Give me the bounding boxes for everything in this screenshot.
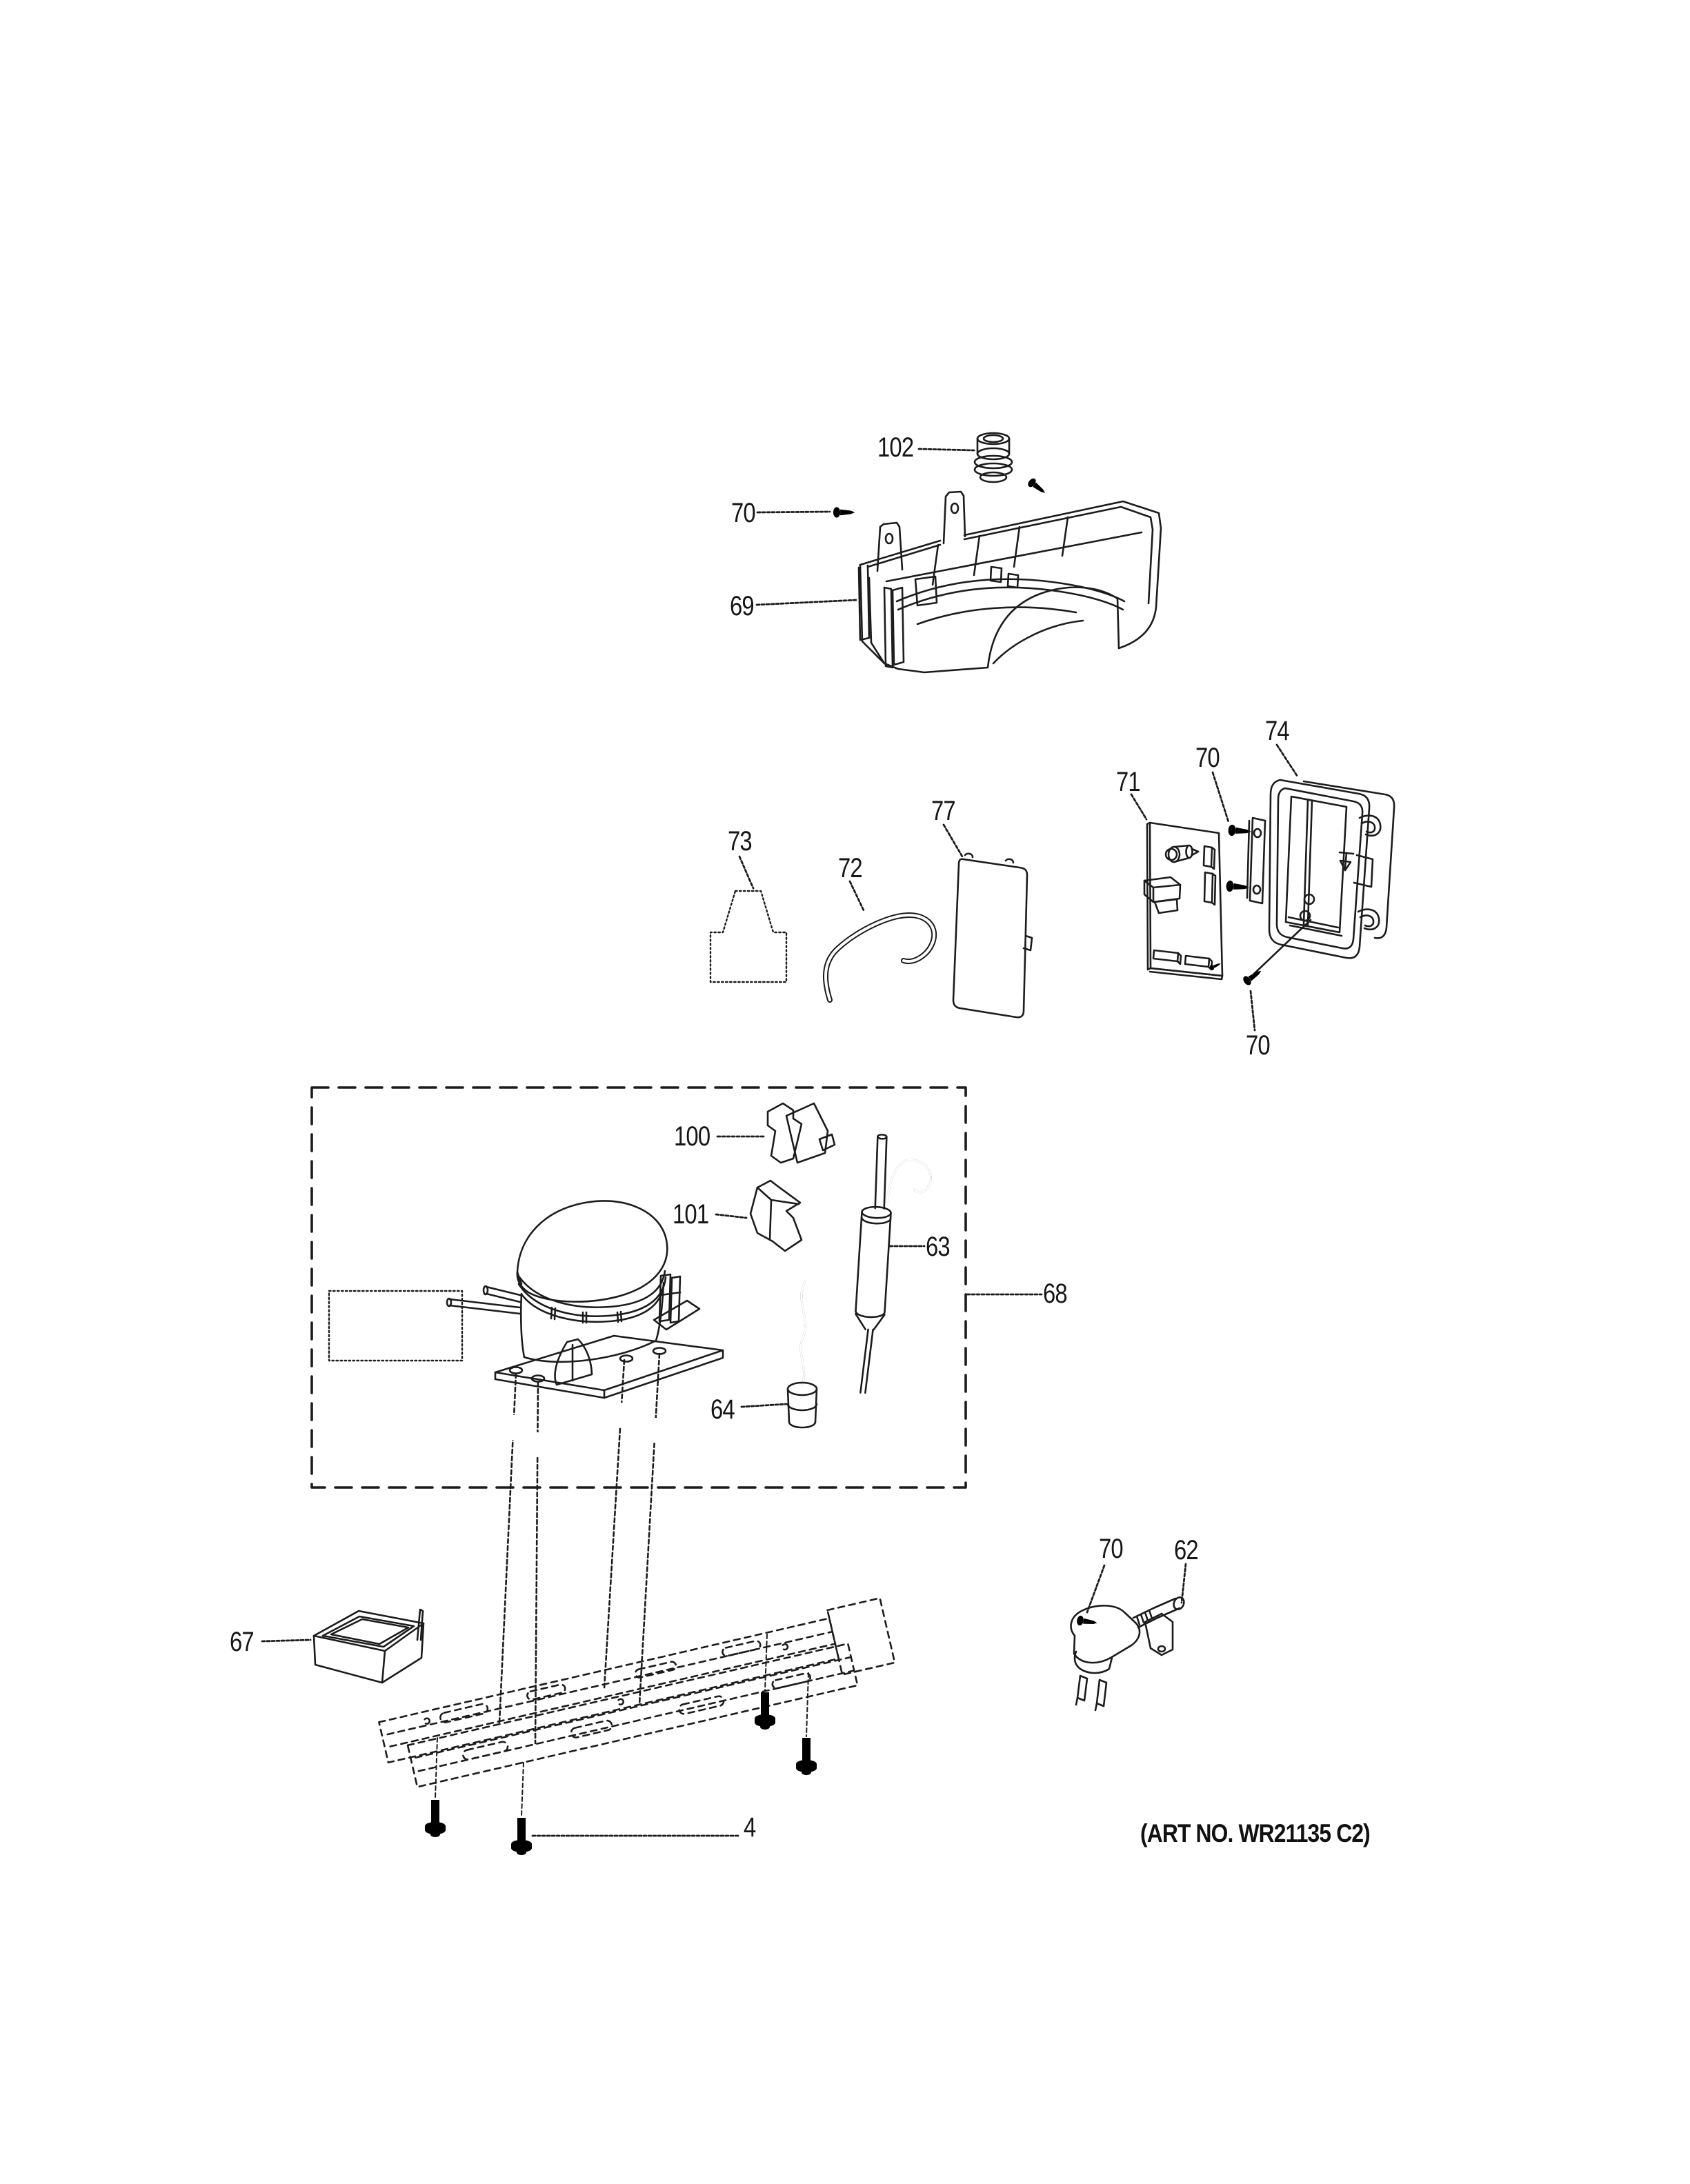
assembly-68-boundary xyxy=(310,1086,967,1489)
callout-4[interactable]: 4 xyxy=(744,1812,756,1843)
compressor-drawing xyxy=(446,1200,724,1399)
screw-icon xyxy=(1076,1615,1098,1628)
callout-100[interactable]: 100 xyxy=(674,1121,710,1152)
wire-clip-drawing xyxy=(823,912,937,1003)
callout-73[interactable]: 73 xyxy=(728,826,753,856)
mount-alignment-lines xyxy=(498,1352,661,1745)
blank-spec-label xyxy=(328,1290,464,1362)
drain-pan-drawing xyxy=(312,1608,425,1684)
compressor-grommet-icon xyxy=(608,1403,633,1427)
callout-72[interactable]: 72 xyxy=(838,853,863,883)
callout-62[interactable]: 62 xyxy=(1174,1535,1199,1565)
relay-cover-drawing xyxy=(749,1179,803,1252)
callout-71[interactable]: 71 xyxy=(1116,767,1141,797)
callout-70-board[interactable]: 70 xyxy=(1195,743,1220,773)
callout-64[interactable]: 64 xyxy=(710,1394,735,1425)
housing-box-drawing xyxy=(1246,779,1395,975)
control-board-drawing xyxy=(1143,821,1224,981)
callout-74[interactable]: 74 xyxy=(1265,716,1290,746)
compressor-grommet-icon xyxy=(643,1418,668,1443)
callout-70-housing[interactable]: 70 xyxy=(1246,1030,1271,1061)
leveling-bolts xyxy=(425,1634,817,1855)
callout-68[interactable]: 68 xyxy=(1043,1279,1068,1309)
label-73-drawing xyxy=(709,890,788,983)
compressor-grommet-icon xyxy=(501,1415,526,1440)
drier-drawing xyxy=(855,1134,932,1394)
callout-70-cord[interactable]: 70 xyxy=(1099,1534,1124,1564)
base-rails-drawing xyxy=(378,1597,896,1788)
callout-70-top[interactable]: 70 xyxy=(731,498,756,528)
relay-overload-drawing xyxy=(766,1102,836,1164)
screw-icon xyxy=(1226,880,1250,894)
screw-icon xyxy=(833,507,855,518)
grommet-102-drawing xyxy=(973,432,1013,483)
callout-101[interactable]: 101 xyxy=(673,1199,709,1230)
callout-102[interactable]: 102 xyxy=(877,432,914,463)
leader-lines xyxy=(261,448,1299,1837)
unit-bracket-tray-drawing xyxy=(857,490,1162,674)
screw-icon xyxy=(1026,477,1048,497)
power-cord-drawing xyxy=(1070,1596,1185,1712)
art-number-text: (ART NO. WR21135 C2) xyxy=(1140,1819,1371,1847)
sensor-capacitor-drawing xyxy=(786,1280,818,1429)
compressor-grommet-icon xyxy=(525,1432,550,1457)
cover-panel-drawing xyxy=(952,852,1033,1019)
screw-icon xyxy=(1241,966,1264,987)
callout-63[interactable]: 63 xyxy=(926,1232,951,1262)
callout-67[interactable]: 67 xyxy=(230,1627,255,1657)
callout-69[interactable]: 69 xyxy=(730,591,755,621)
callout-77[interactable]: 77 xyxy=(931,796,956,826)
